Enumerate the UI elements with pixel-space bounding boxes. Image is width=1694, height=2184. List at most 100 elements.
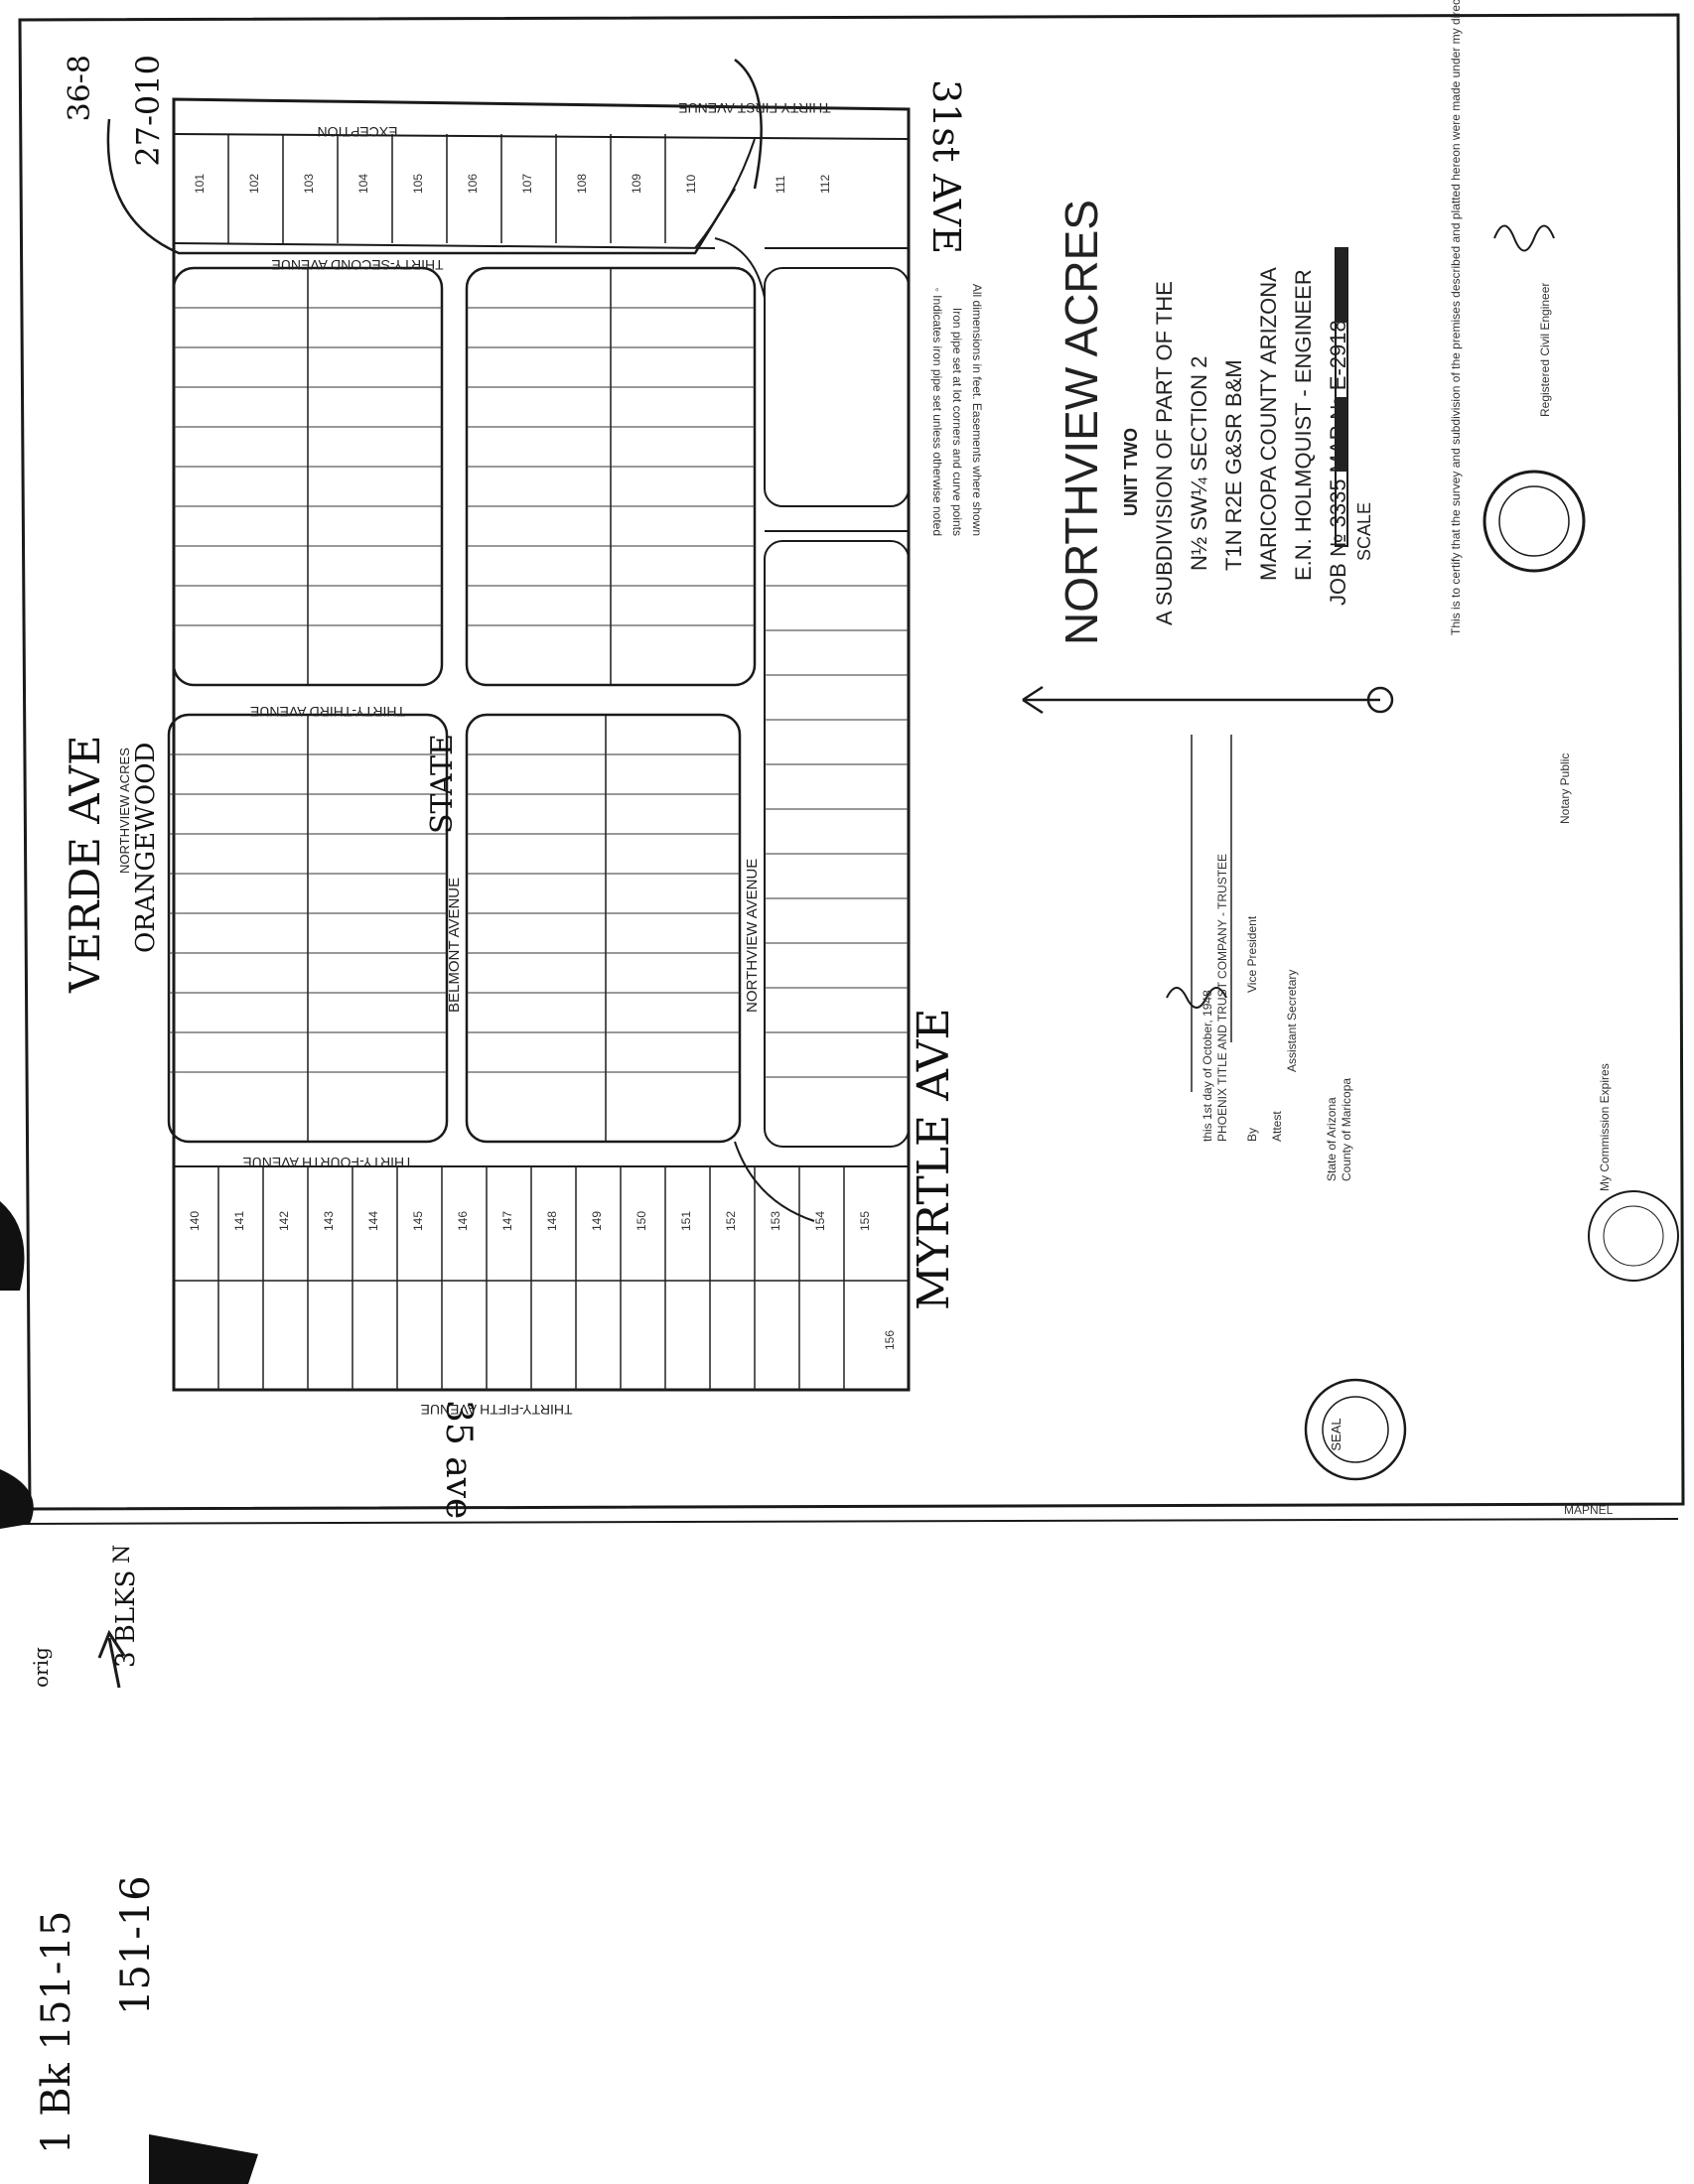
top-lot-strip [173, 133, 910, 249]
lot-number: 153 [769, 1211, 782, 1231]
lot-number: 146 [456, 1211, 470, 1231]
margin-note-orig: orig [29, 1647, 53, 1688]
notary-seal-lower [1588, 1190, 1679, 1282]
plat-title: NORTHVIEW ACRES [1056, 200, 1107, 645]
lot-number: 102 [247, 174, 261, 194]
northview-acres-label: NORTHVIEW ACRES [117, 748, 132, 874]
smudge-mark [0, 1201, 25, 1291]
bottom-lot-strip [174, 1165, 909, 1390]
lot-number: 155 [858, 1211, 872, 1231]
lot-number: 106 [466, 174, 480, 194]
map-ref: 27-010 [129, 55, 167, 167]
lot-number: 105 [411, 174, 425, 194]
signature-scribble [1493, 224, 1555, 252]
title-line: JOB № 3335 MAP № E-2918 [1326, 320, 1350, 606]
lot-number: 143 [322, 1211, 336, 1231]
margin-note-blocks: 3 BLKS [111, 1570, 141, 1668]
title-line: A SUBDIVISION OF PART OF THE [1152, 281, 1177, 625]
exception-label: EXCEPTION [318, 124, 398, 140]
ack-state: State of Arizona [1325, 1097, 1339, 1181]
dedication-by: By [1245, 1128, 1259, 1142]
street-belmont: BELMONT AVENUE [446, 878, 463, 1013]
street-label-35th: 35 ave [438, 1400, 479, 1519]
signature-lines [1191, 735, 1232, 1092]
north-arrow [1022, 685, 1394, 715]
street-label-verde: VERDE AVE [61, 735, 109, 994]
engineer-seal [1482, 470, 1586, 573]
engineer-cert-text: This is to certify that the survey and s… [1449, 0, 1463, 635]
street-curve [694, 138, 756, 249]
corner-ref: 36-8 [63, 55, 97, 121]
smudge-mark [0, 1469, 34, 1529]
block-lower-right [465, 713, 742, 1144]
state-stamp: STATE [425, 734, 460, 834]
fold-line [19, 1518, 1679, 1525]
footer-mark: MAPNEL [1564, 1503, 1614, 1517]
scale-bar [1335, 247, 1348, 547]
lot-number: 145 [411, 1211, 425, 1231]
block-lower-left [167, 713, 449, 1144]
lot-number: 141 [232, 1211, 246, 1231]
lot-number: 103 [302, 174, 316, 194]
north-arrow-handwritten [97, 1629, 126, 1689]
margin-note-book2: 151-16 [113, 1875, 159, 2015]
handwritten-outline [734, 59, 763, 190]
lot-number: 152 [724, 1211, 738, 1231]
block-upper-left [172, 266, 444, 687]
lot-number: 144 [366, 1211, 380, 1231]
lot-number: 111 [774, 175, 787, 194]
lot-number: 112 [818, 175, 832, 194]
margin-note-north: N [110, 1545, 135, 1564]
lot-number: 110 [684, 175, 698, 194]
street-thirty-second: THIRTY-SECOND AVENUE [271, 257, 443, 273]
handwritten-outline [106, 118, 737, 255]
title-line: N½ SW¼ SECTION 2 [1187, 356, 1211, 571]
dedication-owner: PHOENIX TITLE AND TRUST COMPANY - TRUSTE… [1215, 854, 1229, 1142]
dedication-date: this 1st day of October, 1948 [1200, 990, 1214, 1142]
plat-unit: UNIT TWO [1121, 428, 1141, 516]
lot-number: 140 [188, 1211, 202, 1231]
lot-number: 148 [545, 1211, 559, 1231]
title-line: MARICOPA COUNTY ARIZONA [1256, 267, 1281, 581]
seal-label: SEAL [1329, 1418, 1343, 1450]
lot-number: 107 [520, 174, 534, 194]
lot-number: 142 [277, 1211, 291, 1231]
street-thirty-fourth: THIRTY-FOURTH AVENUE [242, 1155, 412, 1170]
lot-number: 156 [883, 1330, 897, 1350]
plat-note: ◦ Indicates iron pipe set unless otherwi… [930, 288, 944, 536]
ack-commission: My Commission Expires [1598, 1063, 1612, 1191]
lot-number: 147 [500, 1211, 514, 1231]
engineer-cert-title: Registered Civil Engineer [1538, 283, 1552, 417]
dedication-vp: Vice President [1245, 915, 1259, 993]
street-northview: NORTHVIEW AVENUE [744, 859, 761, 1013]
street-label-myrtle: MYRTLE AVE [909, 1008, 959, 1310]
street-label-31st: 31st AVE [924, 79, 968, 254]
top-lot-numbers: 101 102 103 104 105 106 107 108 109 110 … [193, 174, 832, 194]
lot-number: 151 [679, 1211, 693, 1231]
lot-number: 101 [193, 174, 207, 194]
lot-number: 108 [575, 174, 589, 194]
dedication-secretary: Assistant Secretary [1285, 970, 1299, 1072]
plat-note: Iron pipe set at lot corners and curve p… [950, 308, 964, 536]
subdivision-boundary [172, 97, 911, 1392]
signature-scribble [1166, 987, 1227, 1009]
street-thirty-first: THIRTY-FIRST AVENUE [678, 100, 831, 116]
title-line: E.N. HOLMQUIST - ENGINEER [1291, 269, 1316, 581]
dedication-attest: Attest [1270, 1111, 1284, 1142]
ack-county: County of Maricopa [1340, 1078, 1353, 1181]
plat-note: All dimensions in feet. Easements where … [970, 284, 984, 536]
street-label-orangewood: ORANGEWOOD [131, 743, 161, 953]
street-thirty-fifth: THIRTY-FIFTH AVENUE [421, 1402, 573, 1418]
sheet-border [18, 13, 1685, 1511]
street-thirty-third: THIRTY-THIRD AVENUE [250, 704, 405, 720]
street-curve [734, 1141, 815, 1222]
lot-number: 150 [635, 1211, 648, 1231]
block-upper-right [465, 266, 757, 687]
title-line: T1N R2E G&SR B&M [1221, 359, 1246, 571]
bottom-lot-numbers: 140 141 142 143 144 145 146 147 148 149 … [188, 1211, 897, 1350]
notary-seal [1304, 1378, 1407, 1481]
lot-number: 154 [813, 1211, 827, 1231]
lot-division-lines [169, 307, 755, 1073]
smudge-mark [149, 2134, 258, 2184]
